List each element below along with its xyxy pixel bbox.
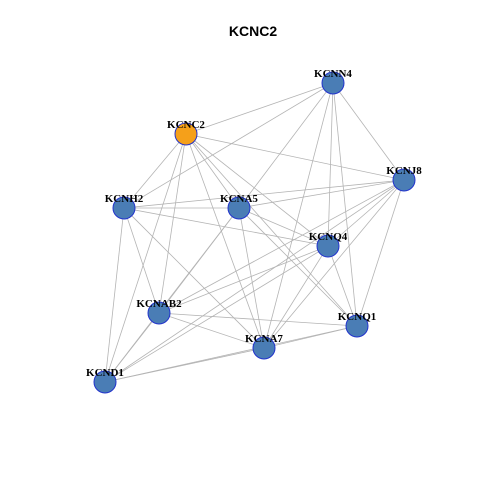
edge-kcnab2-kcnq1 <box>158 312 358 327</box>
edge-kcna7-kcnd1 <box>104 347 265 383</box>
edge-kcna5-kcnq1 <box>238 207 358 327</box>
node-kcnj8[interactable] <box>392 168 416 192</box>
node-kcna7[interactable] <box>252 336 276 360</box>
edge-kcnj8-kcna5 <box>238 179 405 209</box>
edge-kcnc2-kcnq4 <box>185 133 329 247</box>
node-label-kcnj8: KCNJ8 <box>386 165 422 177</box>
edge-kcnab2-kcna7 <box>158 312 265 349</box>
edge-kcnh2-kcna7 <box>123 207 265 349</box>
edge-kcna5-kcna7 <box>238 207 265 349</box>
node-kcnc2[interactable] <box>174 122 198 146</box>
edge-kcnc2-kcna7 <box>185 133 265 349</box>
edge-kcnn4-kcnj8 <box>332 82 405 181</box>
node-label-kcna7: KCNA7 <box>245 333 283 345</box>
edge-kcnj8-kcnab2 <box>158 179 405 314</box>
edge-kcnq4-kcnq1 <box>327 245 358 327</box>
node-label-kcnq1: KCNQ1 <box>338 311 377 323</box>
edge-kcnh2-kcnab2 <box>123 207 160 314</box>
edge-kcnn4-kcnh2 <box>123 82 334 209</box>
edge-kcnq4-kcnab2 <box>158 245 329 314</box>
node-label-kcna5: KCNA5 <box>220 193 258 205</box>
edge-kcnq4-kcnd1 <box>104 245 329 383</box>
node-kcnab2[interactable] <box>147 301 171 325</box>
edge-kcnj8-kcnq4 <box>327 179 405 247</box>
edge-kcnj8-kcnh2 <box>123 179 405 209</box>
node-label-kcnc2: KCNC2 <box>167 119 205 131</box>
node-label-kcnd1: KCND1 <box>86 367 124 379</box>
node-kcnq4[interactable] <box>316 234 340 258</box>
node-kcna5[interactable] <box>227 196 251 220</box>
edge-kcnj8-kcnq1 <box>356 179 405 327</box>
edge-kcnj8-kcna7 <box>263 179 405 349</box>
edge-kcnn4-kcna5 <box>238 82 334 209</box>
node-label-kcnq4: KCNQ4 <box>309 231 348 243</box>
edge-kcnn4-kcna7 <box>263 82 334 349</box>
node-kcnq1[interactable] <box>345 314 369 338</box>
node-label-kcnn4: KCNN4 <box>314 68 352 80</box>
edge-kcna5-kcnq4 <box>238 207 329 247</box>
node-kcnn4[interactable] <box>321 71 345 95</box>
node-label-kcnh2: KCNH2 <box>105 193 144 205</box>
edge-kcnc2-kcna5 <box>185 133 240 209</box>
edge-kcnn4-kcnq1 <box>332 82 358 327</box>
edge-kcnc2-kcnab2 <box>158 133 187 314</box>
edge-kcnn4-kcnq4 <box>327 82 334 247</box>
diagram-title: KCNC2 <box>229 23 277 39</box>
edge-kcnq4-kcna7 <box>263 245 329 349</box>
edge-kcnc2-kcnn4 <box>185 82 334 135</box>
edge-kcnc2-kcnd1 <box>104 133 187 383</box>
edge-kcnc2-kcnh2 <box>123 133 187 209</box>
edge-kcnh2-kcnd1 <box>104 207 125 383</box>
edge-kcnc2-kcnq1 <box>185 133 358 327</box>
node-label-kcnab2: KCNAB2 <box>136 298 182 310</box>
node-kcnd1[interactable] <box>93 370 117 394</box>
edge-kcnj8-kcnd1 <box>104 179 405 383</box>
edge-layer <box>104 82 405 383</box>
edge-kcnh2-kcnq4 <box>123 207 329 247</box>
node-layer <box>93 71 416 394</box>
edge-kcnc2-kcnj8 <box>185 133 405 181</box>
edge-kcnab2-kcnd1 <box>104 312 160 383</box>
node-kcnh2[interactable] <box>112 196 136 220</box>
